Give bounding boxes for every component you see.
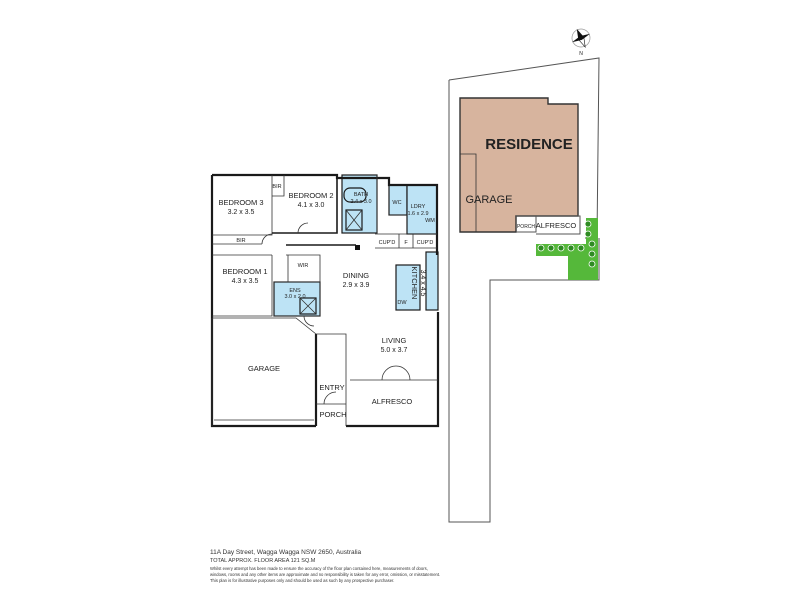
site-garage-label: GARAGE — [465, 194, 512, 206]
site-porch-label: PORCH — [517, 224, 535, 230]
north-compass-icon — [571, 28, 591, 49]
wc-label: WC — [392, 200, 401, 206]
cupd-right-label: CUP'D — [417, 240, 434, 246]
bath-label: BATH — [354, 192, 368, 198]
shrub — [537, 244, 545, 252]
living-label: LIVING — [382, 336, 407, 345]
disclaimer-line-2: windows, rooms and any other items are a… — [210, 572, 441, 577]
garden-bed — [536, 218, 598, 280]
kitchen-dim: 3.4 x 4.5 — [419, 270, 426, 297]
kitchen-bench — [425, 251, 439, 311]
residence-label: RESIDENCE — [485, 136, 573, 153]
laundry-dim: 1.6 x 2.9 — [407, 211, 428, 217]
shrub — [584, 230, 592, 238]
disclaimer-line-3: This plan is for illustrative purposes o… — [210, 578, 395, 583]
wir-label: WIR — [298, 263, 309, 269]
bir-mid-label: BIR — [236, 238, 245, 244]
alfresco-doors — [381, 365, 411, 381]
dining-dim: 2.9 x 3.9 — [343, 282, 370, 289]
bir-top-label: BIR — [272, 184, 281, 190]
site-plan: RESIDENCE GARAGE ALFRESCO PORCH — [448, 57, 600, 523]
cupd-left-label: CUP'D — [379, 240, 396, 246]
laundry-label: LDRY — [411, 204, 426, 210]
disclaimer-line-1: Whilst every attempt has been made to en… — [210, 566, 428, 571]
shrub — [557, 244, 565, 252]
shrub — [588, 250, 596, 258]
porch-label: PORCH — [319, 410, 346, 419]
bath-dim: 2.4 x 3.0 — [350, 199, 371, 205]
kitchen-island — [395, 264, 421, 311]
entry-door — [323, 391, 337, 405]
shrub — [588, 240, 596, 248]
bedroom1-dim: 4.3 x 3.5 — [232, 278, 259, 285]
compass-north-label: N — [579, 51, 583, 57]
garden-shrubs — [537, 220, 596, 268]
shrub — [584, 220, 592, 228]
alfresco-label: ALFRESCO — [372, 397, 413, 406]
residence-block — [459, 97, 579, 233]
dining-label: DINING — [343, 271, 369, 280]
shrub — [588, 260, 596, 268]
site-alfresco-label: ALFRESCO — [536, 221, 577, 230]
bedroom3-label: BEDROOM 3 — [218, 198, 263, 207]
kitchen-label: KITCHEN — [410, 267, 419, 300]
ens-dim: 3.0 x 2.0 — [284, 294, 305, 300]
wm-label: WM — [425, 218, 435, 224]
bedroom2-dim: 4.1 x 3.0 — [298, 202, 325, 209]
bathtub — [343, 187, 367, 203]
living-dim: 5.0 x 3.7 — [381, 347, 408, 354]
entry-label: ENTRY — [319, 383, 344, 392]
dw-label: DW — [397, 300, 407, 306]
garage-label: GARAGE — [248, 364, 280, 373]
floor-plan: BEDROOM 3 3.2 x 3.5 BIR BEDROOM 2 4.1 x … — [210, 173, 440, 428]
bedroom1-label: BEDROOM 1 — [222, 267, 267, 276]
shrub — [577, 244, 585, 252]
floor-area-line: TOTAL APPROX. FLOOR AREA 121 SQ.M — [210, 558, 316, 564]
shrub — [567, 244, 575, 252]
ens-label: ENS — [289, 288, 301, 294]
bedroom2-label: BEDROOM 2 — [288, 191, 333, 200]
bedroom3-dim: 3.2 x 3.5 — [228, 209, 255, 216]
address-line: 11A Day Street, Wagga Wagga NSW 2650, Au… — [210, 549, 362, 556]
fridge-label: F — [404, 240, 408, 246]
shrub — [547, 244, 555, 252]
